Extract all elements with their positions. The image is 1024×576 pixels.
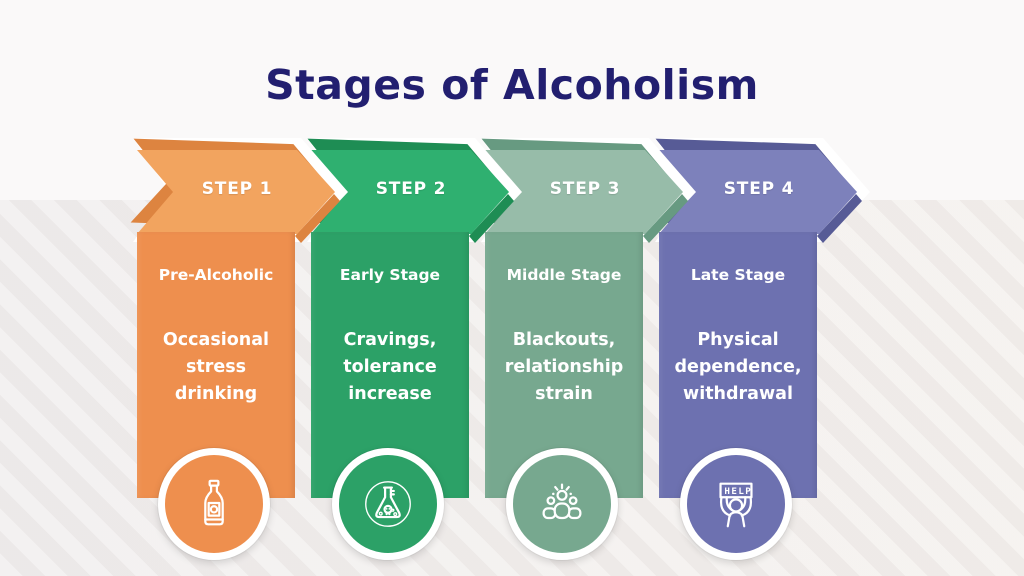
step-3-panel: STEP 3 Middle Stage Blackouts, relations… [478, 138, 713, 576]
stage-description: Blackouts, relationship strain [504, 329, 624, 405]
stage-name: Pre-Alcoholic [158, 266, 274, 284]
stage-icon-badge: HELP [680, 448, 792, 560]
poison-flask-icon [365, 481, 411, 527]
step-1-panel: STEP 1 Pre-Alcoholic Occasional stress d… [130, 138, 365, 576]
page-title: Stages of Alcoholism [265, 61, 759, 110]
step-number-label: STEP 4 [723, 179, 795, 199]
step-arrow-banner [478, 138, 696, 243]
stage-icon-badge [506, 448, 618, 560]
step-arrow-banner [130, 138, 348, 243]
stage-description: Occasional stress drinking [162, 329, 270, 405]
help-sign-icon: HELP [719, 482, 753, 528]
step-4-panel: STEP 4 Late Stage Physical dependence, w… [652, 138, 887, 576]
stage-name: Late Stage [690, 266, 786, 284]
stage-name: Early Stage [339, 266, 441, 284]
stage-icon-badge [332, 448, 444, 560]
step-arrow-banner [304, 138, 522, 243]
step-number-label: STEP 2 [375, 179, 447, 199]
step-number-label: STEP 3 [549, 179, 621, 199]
stage-description: Cravings, tolerance increase [343, 329, 437, 405]
stage-icon-badge [158, 448, 270, 560]
stage-name: Middle Stage [506, 266, 622, 284]
step-arrow-banner [652, 138, 870, 243]
step-number-label: STEP 1 [201, 179, 273, 199]
stage-description: Physical dependence, withdrawal [674, 329, 802, 405]
help-sign-text: HELP [724, 486, 752, 497]
liquor-bottle-icon [204, 479, 224, 526]
support-group-icon [542, 483, 582, 520]
step-2-panel: STEP 2 Early Stage Cravings, tolerance i… [304, 138, 539, 576]
